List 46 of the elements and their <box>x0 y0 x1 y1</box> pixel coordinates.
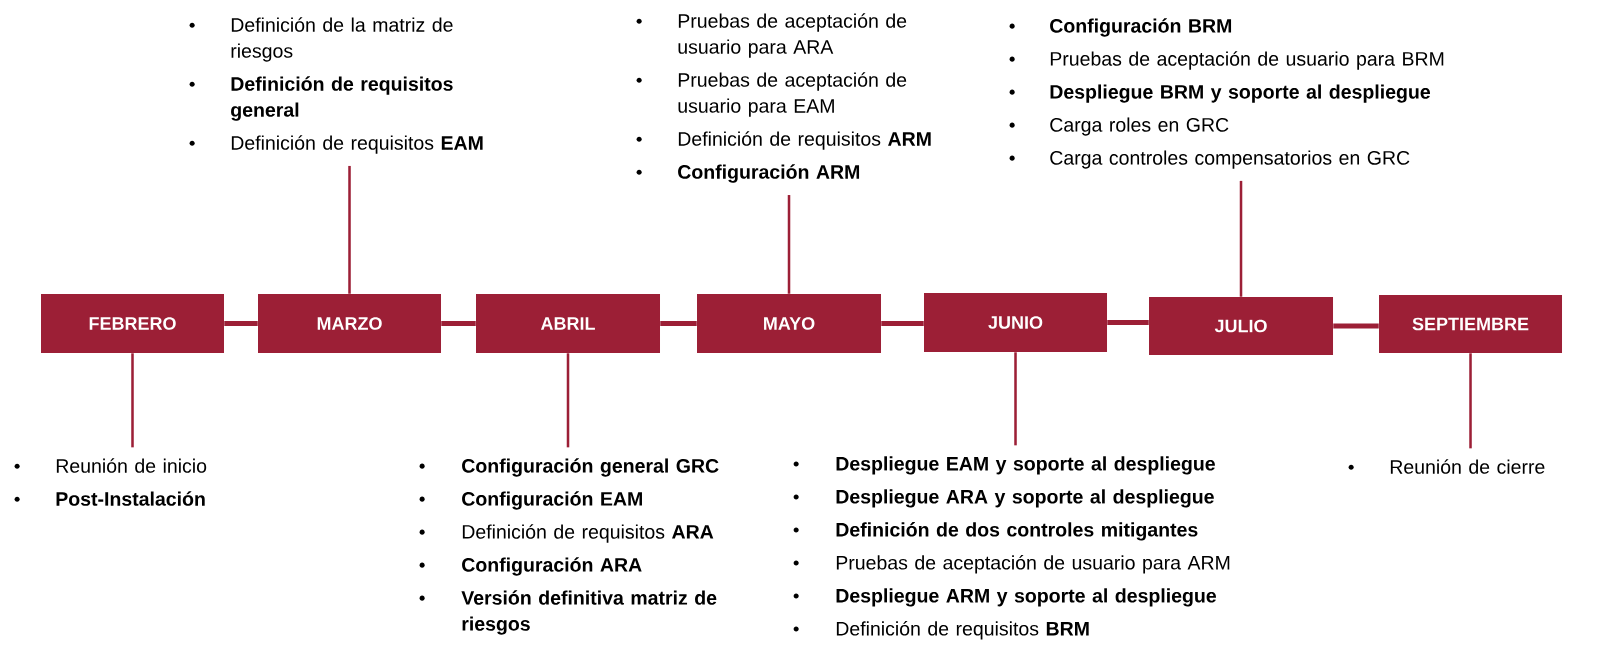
month-box: FEBRERO <box>41 294 224 353</box>
list-item: Reunión de cierre <box>1390 459 1545 474</box>
list-item: Carga roles en GRC <box>1050 117 1229 136</box>
month-box: JUNIO <box>924 293 1107 352</box>
connector-line <box>1014 352 1017 446</box>
month-box: MAYO <box>697 294 881 353</box>
list-item: Definición de la matriz de riesgos <box>231 17 453 62</box>
list-item: Despliegue EAM y soporte al despliegue <box>836 456 1215 475</box>
month-box: JULIO <box>1149 297 1333 355</box>
list-item: Definición de requisitos ARM <box>678 131 931 150</box>
list-item: Pruebas de aceptación de usuario para EAM <box>678 72 907 117</box>
connector-line <box>787 195 791 294</box>
list-item: Carga controles compensatorios en GRC <box>1050 150 1410 169</box>
connector-line <box>566 353 570 448</box>
connector-line <box>1469 353 1472 449</box>
timeline-line <box>660 321 697 326</box>
month-box: SEPTIEMBRE <box>1379 295 1562 353</box>
list-item: Definición de requisitos ARA <box>462 524 714 543</box>
month-box: ABRIL <box>476 294 660 353</box>
list-item: Despliegue ARM y soporte al despliegue <box>836 588 1216 607</box>
connector-line <box>131 353 134 448</box>
list-item: Definición de requisitos BRM <box>836 621 1089 640</box>
list-item: Configuración general GRC <box>462 458 719 477</box>
list-item: Definición de requisitos general <box>231 76 453 121</box>
month-box: MARZO <box>258 294 441 353</box>
timeline-line <box>881 321 924 326</box>
timeline-line <box>1107 320 1149 325</box>
timeline-line <box>224 321 258 326</box>
connector-line <box>348 165 351 294</box>
connector-line <box>1239 180 1243 297</box>
list-item: Configuración EAM <box>462 491 642 510</box>
list-item: Configuración BRM <box>1050 18 1232 37</box>
list-item: Pruebas de aceptación de usuario para BRM <box>1050 51 1444 70</box>
list-item: Configuración ARM <box>678 164 860 183</box>
list-item: Pruebas de aceptación de usuario para ARM <box>836 555 1230 574</box>
list-item: Reunión de inicio <box>56 458 207 473</box>
list-item: Versión definitiva matriz de riesgos <box>461 590 717 635</box>
list-item: Post-Instalación <box>56 491 205 506</box>
list-item: Configuración ARA <box>462 557 642 576</box>
list-item: Pruebas de aceptación de usuario para ARA <box>678 13 907 58</box>
list-item: Despliegue BRM y soporte al despliegue <box>1050 84 1430 103</box>
timeline-line <box>441 321 476 326</box>
timeline-line <box>1333 323 1379 329</box>
list-item: Despliegue ARA y soporte al despliegue <box>836 489 1214 508</box>
list-item: Definición de requisitos EAM <box>231 135 483 154</box>
list-item: Definición de dos controles mitigantes <box>836 522 1198 541</box>
